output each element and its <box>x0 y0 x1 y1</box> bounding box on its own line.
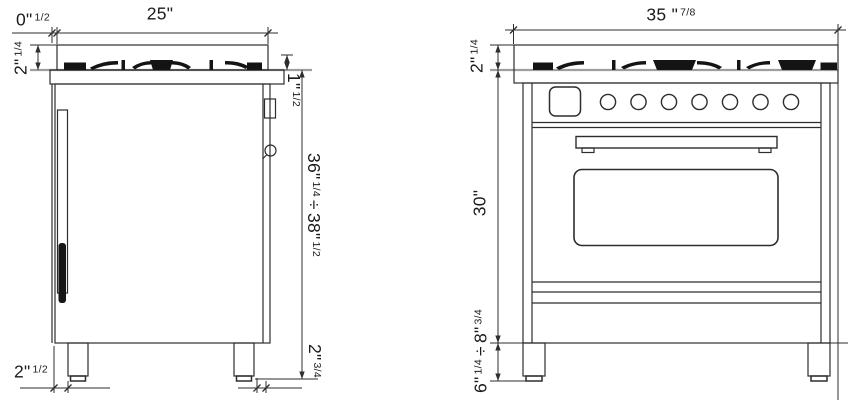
dim-width-label: 35 "7/8 <box>646 6 695 24</box>
junction-box <box>263 98 277 119</box>
body-side <box>54 83 271 344</box>
dim-value: 2" <box>10 58 31 76</box>
knob <box>660 93 678 111</box>
dim-cooktop-band-side-label: 2"1/4 <box>10 40 31 76</box>
dim-fraction: 3/4 <box>310 362 323 379</box>
dim-value: 2" <box>304 343 325 361</box>
dim-leg-inset-rear-label: 2"3/4 <box>304 343 325 379</box>
side-view-drawing <box>30 44 312 382</box>
dim-fraction: 1/4 <box>472 358 485 375</box>
leg-front <box>67 342 89 377</box>
dim-fraction: 1/2 <box>289 91 302 108</box>
leg-left-foot <box>525 375 543 382</box>
door-handle-profile <box>58 243 66 303</box>
dim-value: 2" <box>13 361 31 382</box>
gas-inlet <box>264 144 277 157</box>
dim-value: 36" <box>303 152 324 180</box>
knob <box>630 93 647 111</box>
dim-fraction: 1/4 <box>309 181 322 198</box>
burner-grates-profile <box>64 60 262 70</box>
handle-mount <box>581 147 595 154</box>
dim-fraction: 1/4 <box>12 40 25 57</box>
front-view-dimension-lines <box>490 24 848 400</box>
leg-rear-foot <box>235 375 253 382</box>
dim-leg-inset-front-label: 2"1/2 <box>14 363 48 381</box>
oven-window <box>573 168 779 247</box>
handle-mount <box>758 147 772 154</box>
leg-front-foot <box>69 375 87 382</box>
dim-cooktop-band-front-label: 2"1/4 <box>466 38 487 74</box>
leg-right-foot <box>810 375 828 382</box>
dim-fraction: 1/2 <box>32 363 49 376</box>
dim-front-overhang-label: 0"1/2 <box>16 11 50 29</box>
dim-fraction: 7/8 <box>680 6 696 19</box>
knob <box>752 93 769 111</box>
dim-separator: ÷ <box>470 346 491 356</box>
dim-fraction: 1/4 <box>468 38 481 55</box>
dim-depth-label: 25" <box>147 5 176 23</box>
control-display <box>548 86 582 117</box>
leg-right <box>807 342 831 377</box>
front-view-drawing <box>490 44 839 382</box>
oven-door-handle <box>575 135 778 149</box>
body-front <box>522 82 831 344</box>
dim-value: 6" <box>470 376 491 393</box>
dim-fraction: 1/2 <box>34 11 51 24</box>
burner-grates-front <box>533 60 837 70</box>
knob <box>782 93 800 111</box>
dim-separator: ÷ <box>303 200 324 210</box>
knob <box>599 93 617 111</box>
knob <box>721 93 739 111</box>
dim-value: 38" <box>303 212 324 240</box>
side-view-dimension-lines <box>12 27 318 393</box>
dim-value: 2" <box>466 56 487 74</box>
leg-left <box>522 342 546 377</box>
control-knobs <box>599 93 800 111</box>
dim-value: 35 " <box>646 4 679 25</box>
dim-fraction: 3/4 <box>472 309 485 325</box>
dim-value: 0" <box>15 9 33 30</box>
dim-value: 25" <box>146 3 174 24</box>
leg-rear <box>233 342 255 377</box>
cooktop-band <box>49 69 285 85</box>
dim-body-height-label: 30" <box>469 188 490 217</box>
dim-height-range-label: 36"1/4 ÷ 38"1/2 <box>303 152 324 258</box>
dim-value: 1" <box>283 72 304 90</box>
dim-value: 30" <box>469 189 490 217</box>
dim-grate-height-label: 1"1/2 <box>283 72 304 108</box>
knob <box>691 93 708 111</box>
dim-value: 8" <box>470 326 491 344</box>
dim-fraction: 1/2 <box>309 241 322 258</box>
dim-leg-height-range-label: 6"1/4 ÷ 8"3/4 <box>470 309 491 393</box>
